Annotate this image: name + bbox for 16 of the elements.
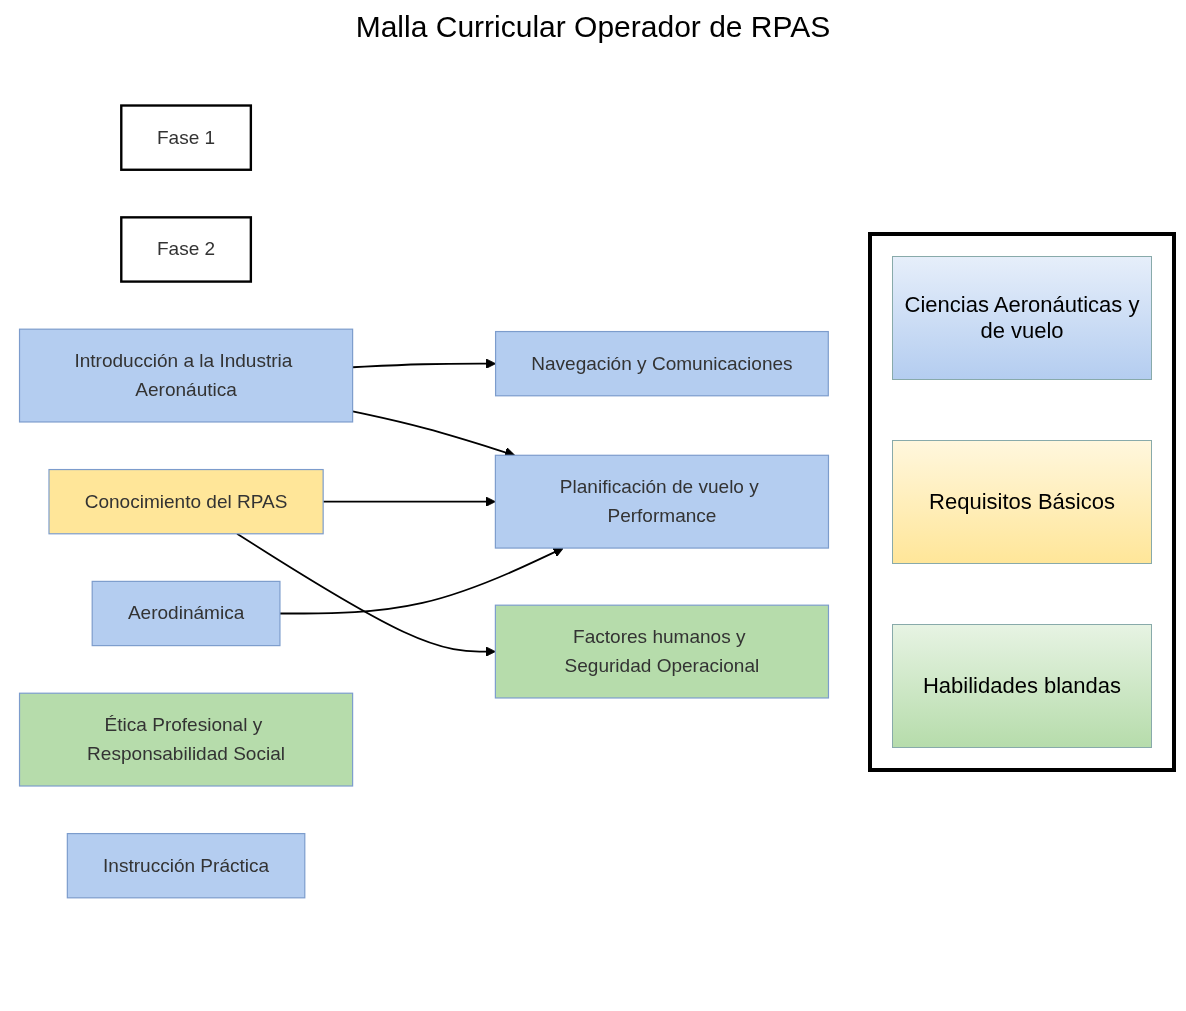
node-box: Instrucción Práctica bbox=[66, 833, 306, 899]
diagram-title: Malla Curricular Operador de RPAS bbox=[354, 10, 832, 44]
node-box: Planificación de vuelo y Performance bbox=[494, 455, 830, 549]
node-box: Ética Profesional y Responsabilidad Social bbox=[18, 692, 354, 787]
arrow bbox=[279, 547, 564, 615]
legend-swatch: Habilidades blandas bbox=[892, 624, 1152, 748]
node-box: Factores humanos y Seguridad Operacional bbox=[494, 604, 830, 699]
node-box: Aerodinámica bbox=[91, 581, 281, 647]
legend-swatch: Ciencias Aeronáuticas y de vuelo bbox=[892, 256, 1152, 380]
node-box: Introducción a la Industria Aeronáutica bbox=[18, 328, 354, 423]
node-box: Navegación y Comunicaciones bbox=[494, 331, 829, 397]
legend-swatch: Requisitos Básicos bbox=[892, 440, 1152, 564]
node-box: Fase 1 bbox=[120, 104, 253, 172]
node-box: Fase 2 bbox=[120, 216, 253, 284]
node-box: Conocimiento del RPAS bbox=[48, 469, 324, 535]
arrow bbox=[236, 533, 496, 658]
